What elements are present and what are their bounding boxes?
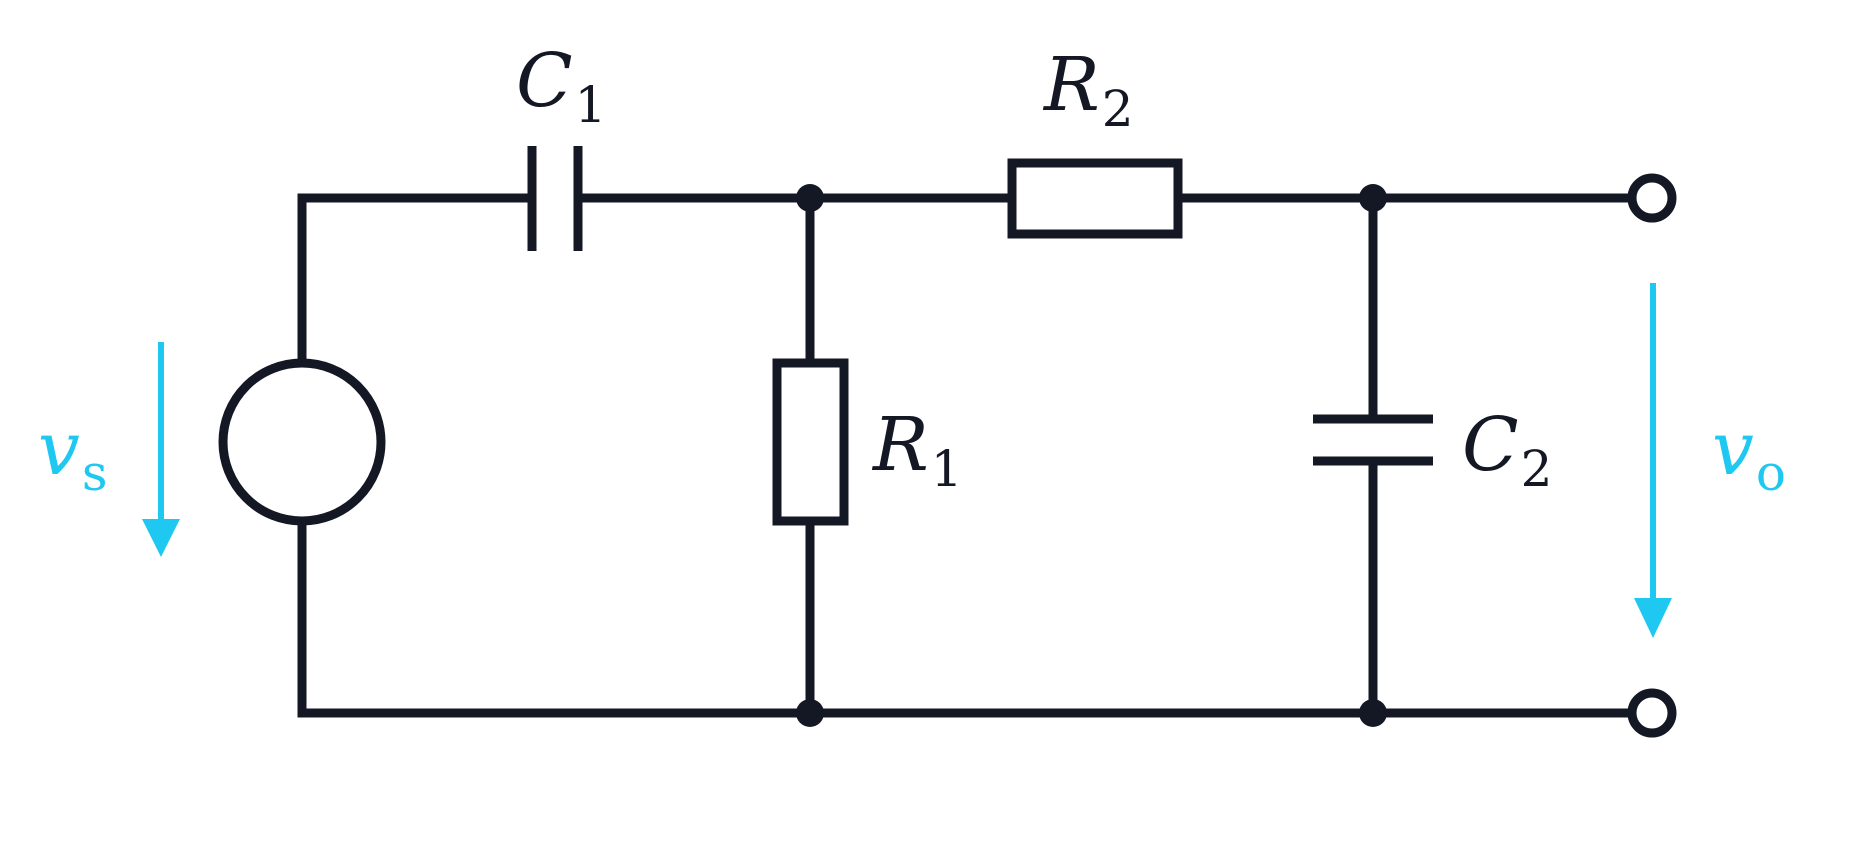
vo-arrow-head: [1634, 598, 1672, 638]
voltage-source: [218, 358, 386, 526]
label-vo-subscript: o: [1755, 444, 1786, 502]
label-c1-subscript: 1: [574, 76, 607, 134]
label-vs: vs: [38, 412, 107, 498]
label-r1-symbol: R: [873, 402, 929, 488]
label-c2: C2: [1462, 408, 1552, 494]
wire-left-bottom: [297, 521, 810, 718]
output-terminal-bottom: [1627, 688, 1677, 738]
label-c2-subscript: 2: [1520, 440, 1553, 498]
label-r1: R1: [873, 408, 963, 494]
wire-left-top: [297, 193, 528, 363]
label-c1: C1: [516, 44, 606, 130]
resistor-r2: [1007, 158, 1183, 239]
label-vs-subscript: s: [81, 444, 108, 502]
label-vo: vo: [1712, 412, 1786, 498]
junction-dot: [1359, 184, 1387, 212]
label-c1-symbol: C: [516, 38, 573, 124]
label-r2-symbol: R: [1044, 42, 1100, 128]
label-vs-symbol: v: [38, 406, 80, 492]
junction-dot: [796, 184, 824, 212]
junction-dot: [1359, 699, 1387, 727]
vs-arrow-head: [142, 519, 180, 557]
resistor-r1: [772, 358, 849, 526]
label-r2-subscript: 2: [1101, 80, 1134, 138]
junction-dot: [796, 699, 824, 727]
label-c2-symbol: C: [1462, 402, 1519, 488]
label-vo-symbol: v: [1712, 406, 1754, 492]
output-terminal-top: [1627, 173, 1677, 223]
label-r1-subscript: 1: [930, 440, 963, 498]
label-r2: R2: [1044, 48, 1134, 134]
